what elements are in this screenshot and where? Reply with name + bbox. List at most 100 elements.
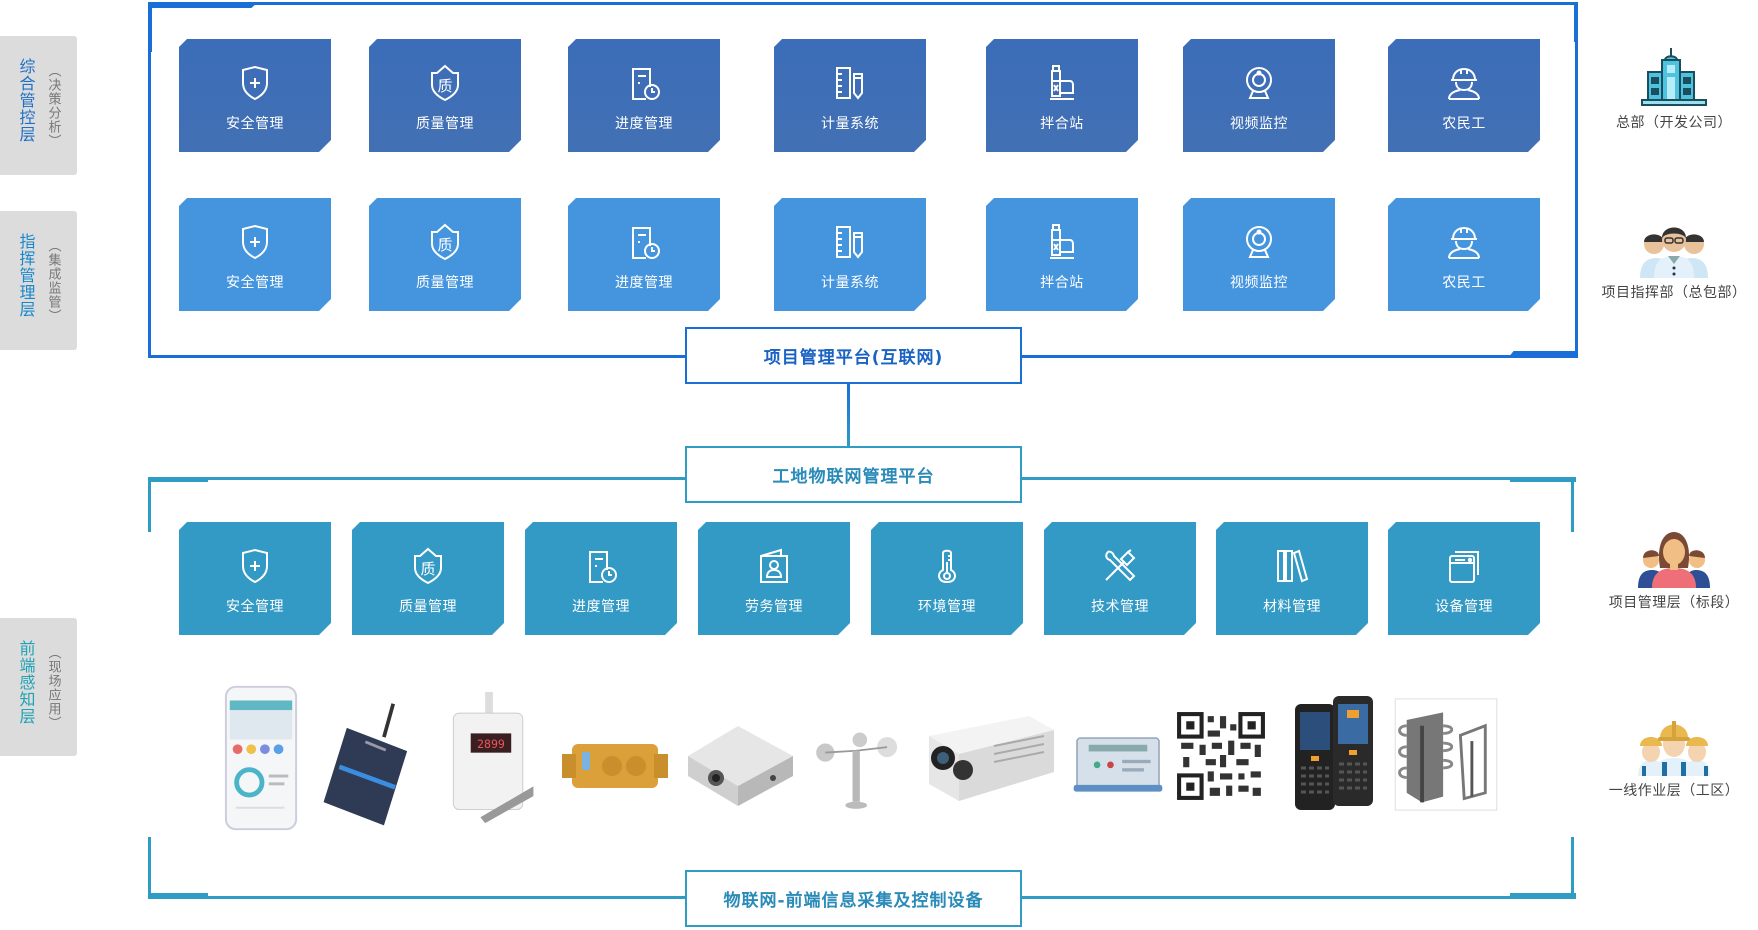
- yellow-sensor-device-image: [560, 726, 670, 806]
- module-tile[interactable]: 计量系统: [774, 39, 926, 152]
- module-tile[interactable]: 技术管理: [1044, 522, 1196, 635]
- shield-plus-icon: [235, 222, 275, 262]
- module-label: 安全管理: [226, 599, 284, 615]
- module-tile[interactable]: 质质量管理: [369, 39, 521, 152]
- module-label: 计量系统: [821, 116, 879, 132]
- module-label: 安全管理: [226, 116, 284, 132]
- quality-shield-icon: 质: [425, 222, 465, 262]
- module-label: 材料管理: [1263, 599, 1321, 615]
- module-tile[interactable]: 农民工: [1388, 39, 1540, 152]
- layer-title: 指挥管理层: [16, 233, 36, 318]
- security-camera-device-image: [918, 706, 1060, 806]
- ruler-pencil-icon: [830, 63, 870, 103]
- tools-icon: [1100, 546, 1140, 586]
- worker-helmet-icon: [1444, 222, 1484, 262]
- module-tile[interactable]: 拌合站: [986, 198, 1138, 311]
- role-project-management: 项目管理层（标段）: [1590, 524, 1758, 612]
- module-tile[interactable]: 质质量管理: [369, 198, 521, 311]
- tilt-sensor-device-image: [678, 716, 798, 816]
- svg-text:质: 质: [420, 560, 435, 578]
- module-label: 进度管理: [615, 275, 673, 291]
- svg-text:质: 质: [437, 77, 452, 95]
- svg-text:质: 质: [437, 236, 452, 254]
- layer-title: 前端感知层: [16, 640, 36, 725]
- ruler-pencil-icon: [830, 222, 870, 262]
- project-management-platform[interactable]: 项目管理平台(互联网): [685, 327, 1022, 384]
- role-name: 总部（开发公司）: [1616, 115, 1732, 131]
- handheld-terminal-device-image: [1288, 694, 1380, 814]
- window-stack-icon: [1444, 546, 1484, 586]
- frame-corner: [1510, 893, 1576, 899]
- platform-connector-line: [847, 384, 850, 446]
- module-tile[interactable]: 材料管理: [1216, 522, 1368, 635]
- module-label: 设备管理: [1435, 599, 1493, 615]
- layer-title: 综合管控层: [16, 58, 36, 143]
- layer-subtitle: （决策分析）: [45, 64, 61, 148]
- construction-workers-icon: [1634, 712, 1714, 776]
- module-label: 进度管理: [572, 599, 630, 615]
- frame-corner: [148, 893, 208, 899]
- frame-corner: [148, 477, 208, 482]
- module-tile[interactable]: 进度管理: [568, 198, 720, 311]
- module-tile[interactable]: 计量系统: [774, 198, 926, 311]
- module-label: 劳务管理: [745, 599, 803, 615]
- module-tile[interactable]: 安全管理: [179, 522, 331, 635]
- module-label: 拌合站: [1040, 275, 1084, 291]
- schedule-doc-icon: [581, 546, 621, 586]
- module-label: 环境管理: [918, 599, 976, 615]
- module-tile[interactable]: 拌合站: [986, 39, 1138, 152]
- thermometer-icon: [927, 546, 967, 586]
- module-label: 农民工: [1442, 116, 1486, 132]
- module-label: 安全管理: [226, 275, 284, 291]
- layer-tab-decision: 综合管控层 （决策分析）: [0, 36, 77, 175]
- role-command-department: 项目指挥部（总包部）: [1590, 214, 1758, 302]
- books-icon: [1272, 546, 1312, 586]
- mixing-plant-icon: [1042, 222, 1082, 262]
- module-label: 质量管理: [399, 599, 457, 615]
- module-tile[interactable]: 视频监控: [1183, 198, 1335, 311]
- control-panel-device-image: [1072, 724, 1164, 804]
- layer-tab-command: 指挥管理层 （集成监管）: [0, 211, 77, 350]
- quality-shield-icon: 质: [425, 63, 465, 103]
- module-tile[interactable]: 进度管理: [568, 39, 720, 152]
- frame-corner: [1510, 477, 1576, 482]
- module-tile[interactable]: 进度管理: [525, 522, 677, 635]
- module-label: 进度管理: [615, 116, 673, 132]
- module-tile[interactable]: 环境管理: [871, 522, 1023, 635]
- card-reader-device-image: [315, 700, 425, 830]
- module-label: 视频监控: [1230, 116, 1288, 132]
- role-name: 一线作业层（工区）: [1608, 783, 1740, 799]
- iot-frontend-devices-platform[interactable]: 物联网-前端信息采集及控制设备: [685, 870, 1022, 927]
- module-tile[interactable]: 设备管理: [1388, 522, 1540, 635]
- layer-subtitle: （集成监管）: [45, 239, 61, 323]
- display-sensor-device-image: 2899: [440, 690, 540, 825]
- id-card-icon: [754, 546, 794, 586]
- frame-corner: [1574, 2, 1578, 42]
- anemometer-device-image: [808, 718, 908, 818]
- module-label: 视频监控: [1230, 275, 1288, 291]
- module-tile[interactable]: 安全管理: [179, 39, 331, 152]
- module-tile[interactable]: 劳务管理: [698, 522, 850, 635]
- headquarters-building-icon: [1634, 44, 1714, 108]
- module-label: 农民工: [1442, 275, 1486, 291]
- qr-code-device-image: [1175, 710, 1267, 802]
- frame-gap: [146, 532, 154, 837]
- layer-tab-frontend: 前端感知层 （现场应用）: [0, 618, 77, 756]
- mixing-plant-icon: [1042, 63, 1082, 103]
- management-team-icon: [1634, 524, 1714, 588]
- module-tile[interactable]: 视频监控: [1183, 39, 1335, 152]
- module-label: 计量系统: [821, 275, 879, 291]
- module-tile[interactable]: 质质量管理: [352, 522, 504, 635]
- role-name: 项目指挥部（总包部）: [1601, 285, 1747, 301]
- worker-helmet-icon: [1444, 63, 1484, 103]
- schedule-doc-icon: [624, 63, 664, 103]
- role-name: 项目管理层（标段）: [1608, 595, 1740, 611]
- module-label: 质量管理: [416, 275, 474, 291]
- frame-corner: [148, 2, 152, 52]
- module-tile[interactable]: 农民工: [1388, 198, 1540, 311]
- svg-text:2899: 2899: [477, 737, 505, 751]
- quality-shield-icon: 质: [408, 546, 448, 586]
- site-iot-management-platform[interactable]: 工地物联网管理平台: [685, 446, 1022, 503]
- module-label: 技术管理: [1091, 599, 1149, 615]
- module-tile[interactable]: 安全管理: [179, 198, 331, 311]
